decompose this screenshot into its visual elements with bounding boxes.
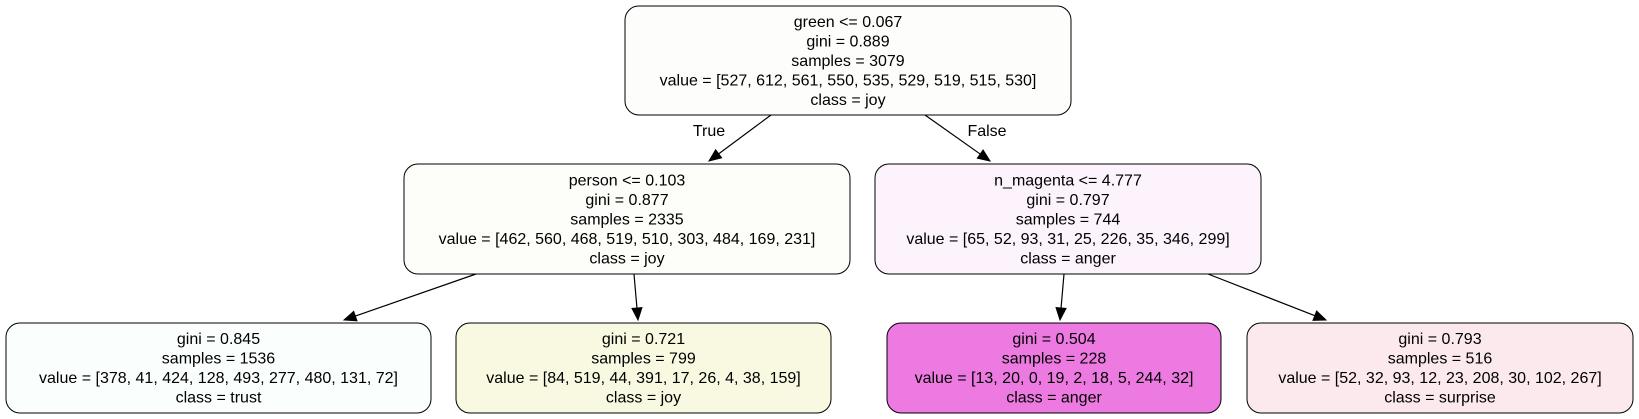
node-line: samples = 516 — [1388, 351, 1493, 368]
node-line: samples = 744 — [1016, 211, 1121, 228]
node-line: gini = 0.889 — [806, 33, 889, 50]
node-line: gini = 0.504 — [1012, 331, 1095, 348]
edge-n2-n6 — [1207, 273, 1328, 321]
node-line: class = joy — [589, 250, 664, 267]
arrowhead — [1312, 310, 1328, 321]
node-box — [455, 322, 832, 414]
arrowhead — [707, 148, 723, 162]
node-box — [886, 322, 1222, 414]
node-line: value = [462, 560, 468, 519, 510, 303, 4… — [439, 231, 816, 248]
edge-n1-n4 — [631, 273, 643, 322]
node-line: value = [378, 41, 424, 128, 493, 277, 48… — [39, 370, 398, 387]
node-line: gini = 0.797 — [1026, 192, 1109, 209]
tree-node-n5: gini = 0.504 samples = 228 value = [13, 20… — [886, 322, 1222, 414]
node-line: value = [527, 612, 561, 550, 535, 529, 5… — [660, 72, 1037, 89]
tree-node-n6: gini = 0.793 samples = 516 value = [52, 32… — [1246, 322, 1634, 414]
edges-layer: True False — [342, 114, 1328, 322]
node-box — [403, 163, 851, 275]
tree-node-n4: gini = 0.721 samples = 799 value = [84, 51… — [455, 322, 832, 414]
arrowhead — [342, 310, 358, 322]
edge-line — [1060, 273, 1065, 309]
node-box — [874, 163, 1262, 275]
arrowhead — [1055, 307, 1067, 322]
tree-node-n1: person <= 0.103 gini = 0.877 samples = 233… — [403, 163, 851, 275]
edge-label: True — [693, 123, 725, 140]
edge-line — [718, 114, 772, 155]
node-line: class = trust — [176, 390, 262, 407]
nodes-layer: green <= 0.067 gini = 0.889 samples = 3079… — [5, 5, 1634, 414]
node-line: gini = 0.793 — [1398, 331, 1481, 348]
tree-node-n3: gini = 0.845 samples = 1536 value = [378, … — [5, 322, 432, 414]
edge-n1-n3 — [342, 273, 477, 322]
node-line: n_magenta <= 4.777 — [994, 172, 1142, 189]
edge-line — [924, 114, 981, 155]
node-box — [5, 322, 432, 414]
node-line: samples = 1536 — [162, 351, 276, 368]
edge-line — [1207, 273, 1316, 317]
node-line: samples = 2335 — [570, 211, 684, 228]
edge-root-n2: False — [924, 114, 1007, 162]
node-line: samples = 3079 — [791, 53, 905, 70]
node-line: class = anger — [1020, 250, 1116, 267]
node-line: value = [84, 519, 44, 391, 17, 26, 4, 38… — [486, 370, 800, 387]
node-line: gini = 0.845 — [177, 331, 260, 348]
tree-node-n2: n_magenta <= 4.777 gini = 0.797 samples = … — [874, 163, 1262, 275]
node-box — [624, 5, 1072, 116]
node-line: class = joy — [606, 390, 681, 407]
node-line: class = joy — [810, 92, 885, 109]
edge-root-n1: True — [693, 114, 772, 162]
tree-node-root: green <= 0.067 gini = 0.889 samples = 3079… — [624, 5, 1072, 116]
edge-n2-n5 — [1055, 273, 1067, 322]
node-line: gini = 0.877 — [585, 192, 668, 209]
arrowhead — [631, 307, 643, 322]
arrowhead — [976, 149, 992, 162]
edge-line — [633, 273, 638, 309]
node-line: class = anger — [1006, 390, 1102, 407]
node-line: person <= 0.103 — [569, 172, 686, 189]
node-box — [1246, 322, 1634, 414]
node-line: green <= 0.067 — [794, 14, 903, 31]
node-line: samples = 799 — [591, 351, 696, 368]
node-line: class = surprise — [1384, 390, 1496, 407]
node-line: gini = 0.721 — [602, 331, 685, 348]
node-line: value = [13, 20, 0, 19, 2, 18, 5, 244, 3… — [915, 370, 1194, 387]
node-line: samples = 228 — [1002, 351, 1107, 368]
node-line: value = [52, 32, 93, 12, 23, 208, 30, 10… — [1278, 370, 1601, 387]
edge-line — [355, 273, 477, 317]
node-line: value = [65, 52, 93, 31, 25, 226, 35, 34… — [906, 231, 1229, 248]
edge-label: False — [967, 123, 1006, 140]
